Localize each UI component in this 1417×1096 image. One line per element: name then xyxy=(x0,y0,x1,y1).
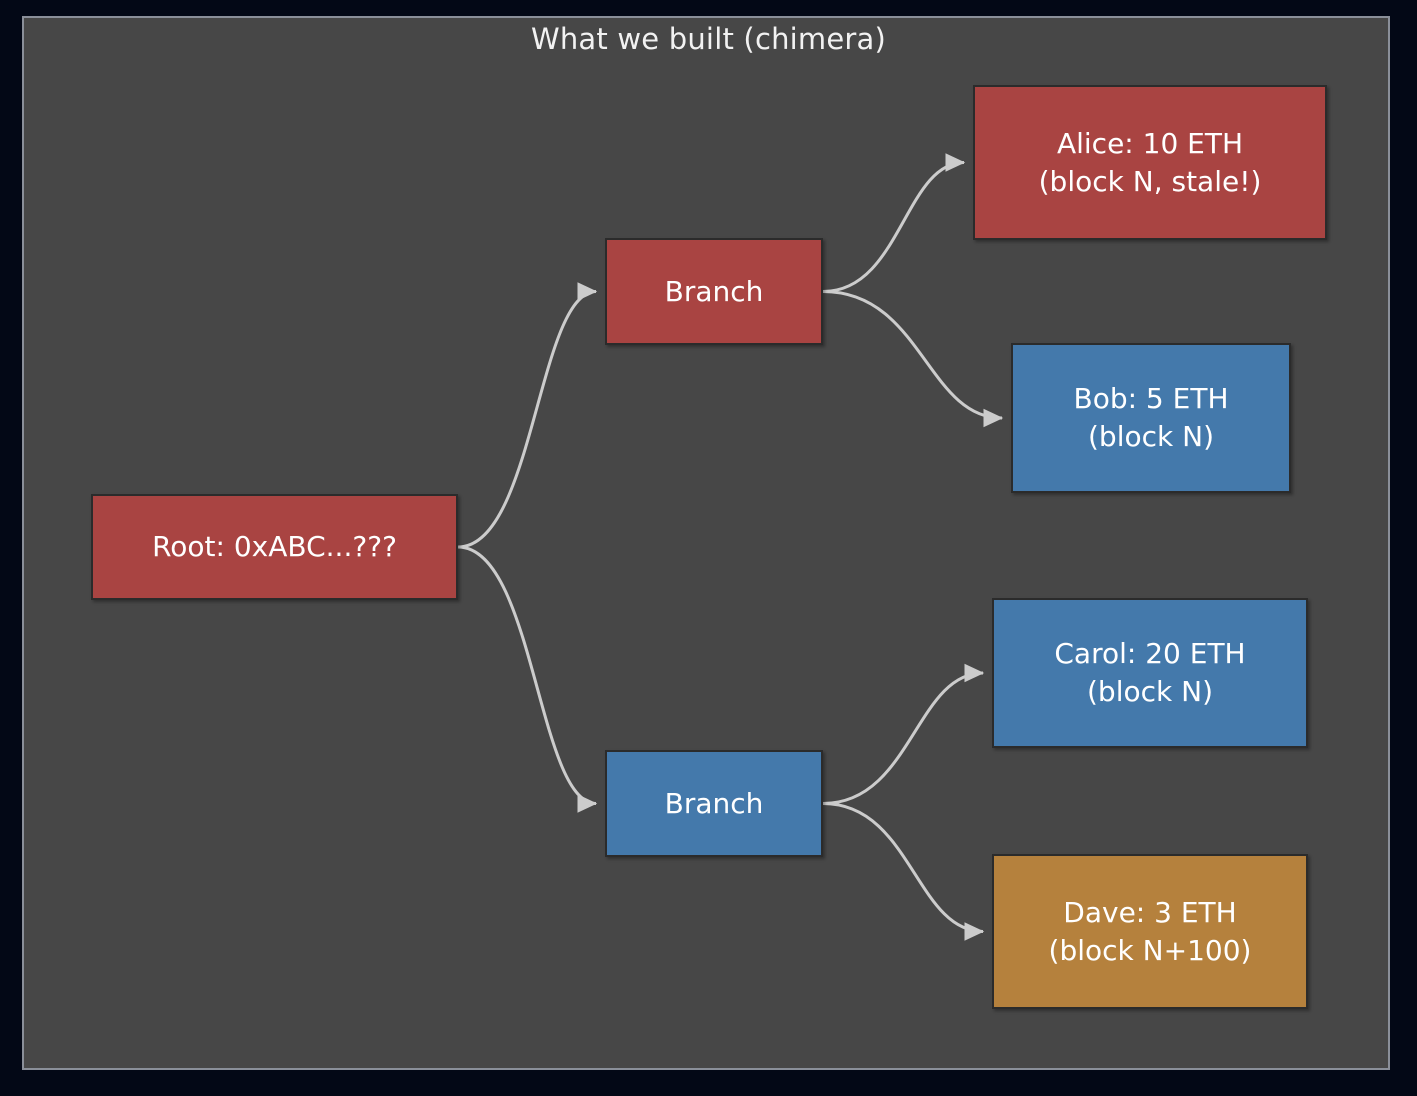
node-root[interactable]: Root: 0xABC...??? xyxy=(91,494,458,600)
node-label-line: (block N+100) xyxy=(1048,933,1252,967)
node-label-line: (block N) xyxy=(1088,420,1214,453)
diagram-title: What we built (chimera) xyxy=(530,22,887,56)
node-branch-top[interactable]: Branch xyxy=(605,238,823,345)
node-label-line: Branch xyxy=(664,274,764,308)
node-dave[interactable]: Dave: 3 ETH (block N+100) xyxy=(992,854,1308,1009)
node-label-line: Root: 0xABC...??? xyxy=(152,530,397,564)
node-branch-bottom[interactable]: Branch xyxy=(605,750,823,857)
node-label-line: Alice: 10 ETH xyxy=(1056,126,1244,160)
node-label-line: (block N, stale!) xyxy=(1038,164,1262,198)
node-carol[interactable]: Carol: 20 ETH (block N) xyxy=(992,598,1308,748)
node-bob[interactable]: Bob: 5 ETH (block N) xyxy=(1011,343,1291,493)
node-label-line: (block N) xyxy=(1087,675,1213,708)
node-label-line: Branch xyxy=(664,786,764,820)
node-alice[interactable]: Alice: 10 ETH (block N, stale!) xyxy=(973,85,1327,240)
node-label-line: Carol: 20 ETH xyxy=(1054,637,1246,671)
node-label-line: Dave: 3 ETH xyxy=(1063,895,1237,929)
node-label-line: Bob: 5 ETH xyxy=(1073,382,1229,416)
